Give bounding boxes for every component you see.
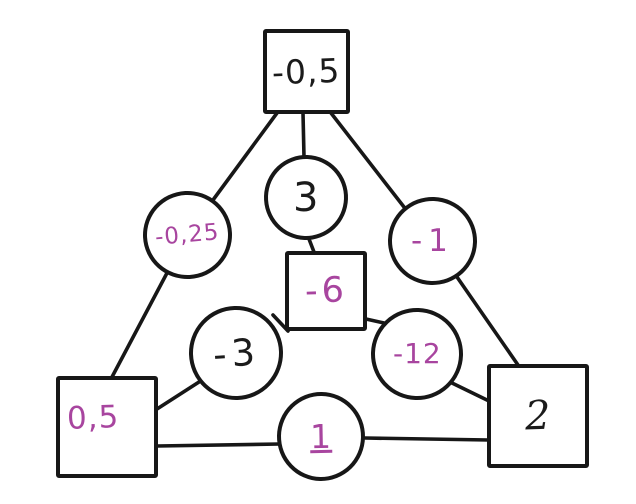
- edge-cmidright-sqbr: [450, 381, 491, 403]
- node-value: -3: [211, 329, 261, 377]
- edge-sqmid-cmidright: [364, 317, 386, 325]
- edge-cmidleft-sqbl: [155, 380, 201, 411]
- node-value: 3: [292, 174, 320, 221]
- node-value: 2: [523, 392, 553, 440]
- node-value: -6: [303, 269, 349, 312]
- node-square-top: -0,5: [263, 29, 350, 114]
- node-square-bottom-right: 2: [487, 364, 589, 468]
- edge-ctop-sqmid: [307, 237, 316, 254]
- edge-sqtop-ctop: [301, 111, 306, 159]
- edge-cbottom-sqbr: [363, 436, 491, 442]
- node-value: -0,25: [154, 218, 221, 251]
- node-value: 1: [309, 416, 333, 457]
- node-value: -12: [392, 336, 442, 370]
- node-square-center: -6: [285, 251, 367, 331]
- node-square-bottom-left: 0,5: [56, 376, 158, 478]
- node-value: -0,5: [271, 50, 342, 93]
- edge-sqbl-cbottom: [155, 442, 282, 448]
- edge-cleft-sqbl: [110, 271, 169, 379]
- node-value: 0,5: [66, 398, 120, 437]
- edge-cright-sqbr: [455, 275, 520, 367]
- edge-sqtop-cleft: [211, 111, 279, 202]
- node-value: -1: [411, 222, 454, 259]
- edge-sqtop-cright: [329, 111, 406, 209]
